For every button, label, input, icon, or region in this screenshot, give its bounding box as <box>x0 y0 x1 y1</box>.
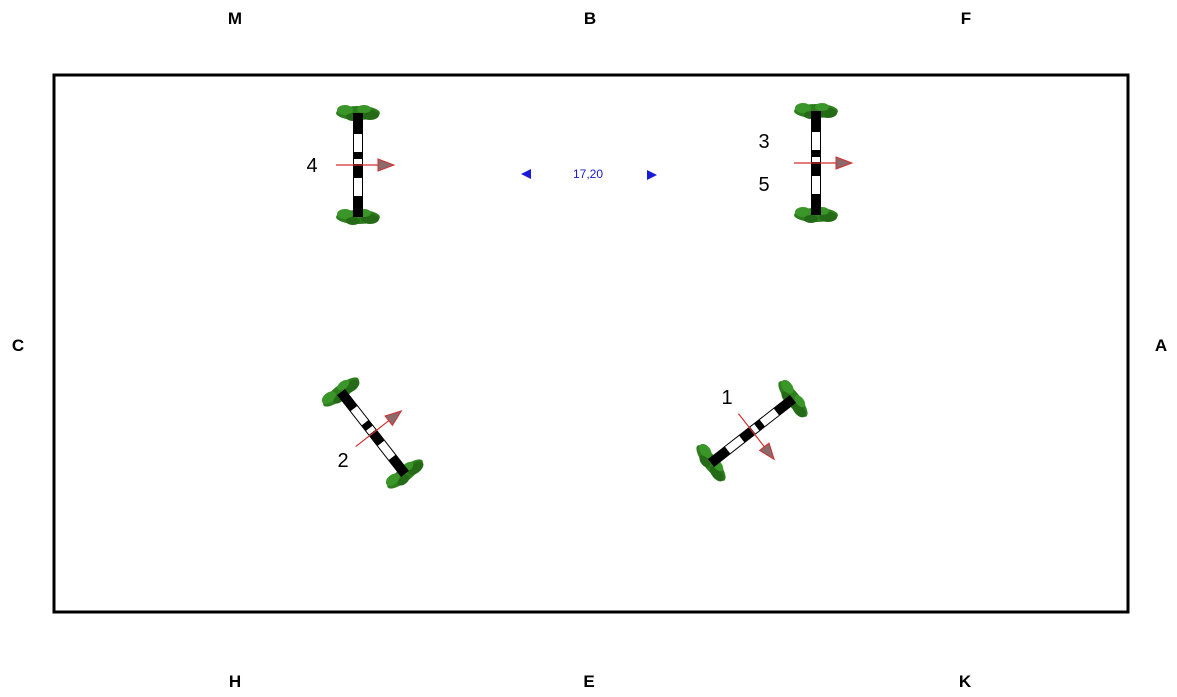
jump-1-number: 1 <box>721 387 732 409</box>
jump-1-direction-arrow <box>737 413 776 461</box>
jump-2 <box>318 372 428 494</box>
jump-4-direction-arrow <box>336 158 396 172</box>
letter-h: H <box>229 672 241 691</box>
jump-2-direction-arrow <box>355 409 403 448</box>
letter-b: B <box>584 9 596 28</box>
distance-marker: 17,20 <box>521 167 657 181</box>
jump-3-5-direction-arrow <box>794 156 854 170</box>
arena-boundary <box>52 73 1130 614</box>
jump-2-number: 2 <box>337 450 348 472</box>
letter-m: M <box>228 9 242 28</box>
jump-1 <box>691 376 813 486</box>
distance-right-arrow-icon <box>647 170 657 180</box>
jump-5-number: 5 <box>758 174 769 196</box>
letter-f: F <box>961 9 971 28</box>
jump-4 <box>336 105 396 225</box>
letter-k: K <box>959 672 972 691</box>
distance-label: 17,20 <box>573 167 603 181</box>
jump-3-5 <box>794 103 854 223</box>
jump-3-number: 3 <box>758 131 769 153</box>
jump-4-number: 4 <box>306 155 317 177</box>
letter-e: E <box>583 672 594 691</box>
distance-left-arrow-icon <box>521 169 531 179</box>
letter-a: A <box>1155 336 1167 355</box>
letter-c: C <box>12 336 24 355</box>
